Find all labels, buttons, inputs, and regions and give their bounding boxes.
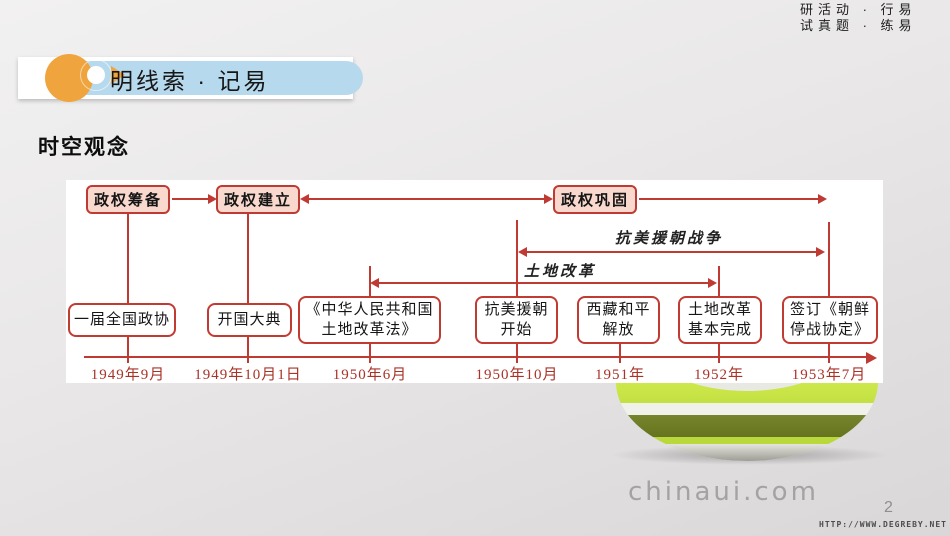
bowl-body xyxy=(616,383,878,461)
event-label: 解放 xyxy=(602,322,635,338)
event-box: 《中华人民共和国 土地改革法》 xyxy=(298,296,441,344)
connector-line xyxy=(247,213,249,358)
date-label: 1952年 xyxy=(693,367,745,383)
connector-line xyxy=(516,220,518,358)
event-label: 签订《朝鲜 xyxy=(789,301,870,318)
axis-tick xyxy=(828,351,830,363)
pin-hole-icon xyxy=(87,66,105,84)
arrow-line xyxy=(639,198,818,200)
phase-box-preparation: 政权筹备 xyxy=(86,185,170,214)
event-box: 西藏和平 解放 xyxy=(577,296,660,344)
event-box: 抗美援朝 开始 xyxy=(475,296,558,344)
event-label: 开国大典 xyxy=(217,311,282,328)
arrow-line xyxy=(172,198,208,200)
date-label: 1949年9月 xyxy=(90,367,166,383)
span-label-korean-war: 抗美援朝战争 xyxy=(615,231,724,247)
event-label: 土地改革 xyxy=(687,301,752,318)
event-label: 西藏和平 xyxy=(586,301,651,318)
axis-tick xyxy=(516,351,518,363)
section-heading: 时空观念 xyxy=(38,136,130,159)
arrowhead-right-icon xyxy=(544,194,553,204)
event-label: 抗美援朝 xyxy=(484,301,549,318)
event-label: 基本完成 xyxy=(687,322,752,338)
arrowhead-right-icon xyxy=(816,247,825,257)
bowl-band xyxy=(616,437,878,444)
date-label: 1949年10月1日 xyxy=(194,367,302,383)
event-box: 签订《朝鲜 停战协定》 xyxy=(782,296,878,344)
date-label: 1953年7月 xyxy=(791,367,867,383)
event-box: 一届全国政协 xyxy=(68,303,176,337)
arrow-line xyxy=(308,198,545,200)
event-box: 开国大典 xyxy=(207,303,292,337)
phase-label: 政权巩固 xyxy=(560,193,629,209)
phase-label: 政权筹备 xyxy=(93,193,162,209)
header-note-line: 试真题 · 练易 xyxy=(800,18,917,33)
event-label: 开始 xyxy=(500,322,533,338)
pin-tip-icon xyxy=(111,66,125,84)
arrowhead-right-icon xyxy=(208,194,217,204)
axis-tick xyxy=(718,351,720,363)
header-note: 研活动 · 行易 试真题 · 练易 xyxy=(800,2,920,34)
banner-card: 明线索 · 记易 xyxy=(18,54,363,102)
footer-url: HTTP://WWW.DEGREBY.NET xyxy=(819,520,947,529)
target-pin-icon xyxy=(45,54,125,102)
axis-arrowhead-icon xyxy=(866,352,877,364)
event-label: 停战协定》 xyxy=(789,322,870,338)
timeline-axis xyxy=(84,356,868,358)
phase-label: 政权建立 xyxy=(223,193,292,209)
connector-line xyxy=(828,222,830,358)
span-label-land-reform: 土地改革 xyxy=(524,264,597,280)
event-label: 一届全国政协 xyxy=(73,311,170,328)
bowl-band xyxy=(616,415,878,437)
date-label: 1950年10月 xyxy=(475,367,559,383)
arrowhead-left-icon xyxy=(518,247,527,257)
connector-line xyxy=(619,340,621,358)
arrowhead-right-icon xyxy=(818,194,827,204)
bowl-band xyxy=(616,383,878,403)
watermark: CHINAUI.COM xyxy=(628,477,819,507)
date-label: 1950年6月 xyxy=(332,367,408,383)
event-box: 土地改革 基本完成 xyxy=(678,296,762,344)
axis-tick xyxy=(619,351,621,363)
bowl-band xyxy=(616,444,878,461)
phase-box-establishment: 政权建立 xyxy=(216,185,300,214)
axis-tick xyxy=(127,351,129,363)
axis-tick xyxy=(369,351,371,363)
phase-box-consolidation: 政权巩固 xyxy=(553,185,637,214)
arrowhead-left-icon xyxy=(370,278,379,288)
date-label: 1951年 xyxy=(594,367,646,383)
span-arrow-line xyxy=(526,251,817,253)
header-note-line: 研活动 · 行易 xyxy=(800,2,917,17)
event-label: 《中华人民共和国 xyxy=(305,301,434,318)
event-label: 土地改革法》 xyxy=(321,322,418,338)
arrowhead-right-icon xyxy=(708,278,717,288)
page-number: 2 xyxy=(884,499,893,516)
timeline-diagram-card xyxy=(66,180,883,383)
arrowhead-left-icon xyxy=(300,194,309,204)
axis-tick xyxy=(247,351,249,363)
bowl-band xyxy=(616,403,878,415)
pin-ring-icon xyxy=(80,59,112,91)
banner-title: 明线索 · 记易 xyxy=(110,68,270,94)
span-arrow-line xyxy=(378,282,709,284)
bowl-graphic xyxy=(610,383,890,471)
connector-line xyxy=(127,213,129,358)
